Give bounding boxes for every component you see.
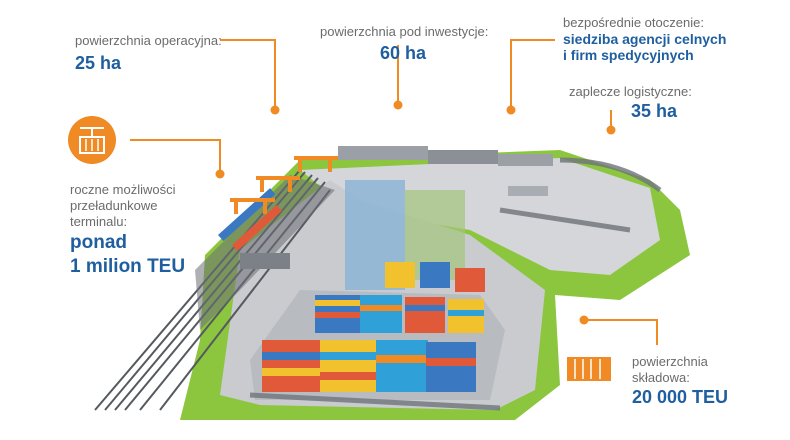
investment-area-value: 60 ha — [380, 43, 427, 63]
storage-value: 20 000 TEU — [632, 387, 729, 407]
capacity-label-line2: przeładunkowe — [70, 198, 158, 213]
surroundings-value-line1: siedziba agencji celnych — [563, 31, 727, 47]
gantry-cranes — [230, 156, 340, 214]
rail-yard — [195, 175, 335, 330]
crane-container-icon — [68, 116, 116, 164]
warehouses — [240, 146, 553, 269]
callout-operational — [220, 39, 276, 110]
surroundings-value-line2: i firm spedycyjnych — [563, 47, 694, 63]
operational-area-label: powierzchnia operacyjna: — [75, 33, 222, 48]
investment-area-label: powierzchnia pod inwestycje: — [320, 24, 489, 39]
callout-capacity — [130, 139, 221, 174]
callout-dot-operational — [270, 105, 280, 115]
operational-area-value: 25 ha — [75, 53, 122, 73]
callout-storage — [584, 319, 658, 345]
logistics-value: 35 ha — [631, 101, 678, 121]
callout-dot-logistics — [606, 125, 616, 135]
capacity-label-line3: terminalu: — [70, 214, 128, 229]
storage-label-line1: powierzchnia — [632, 354, 708, 369]
callout-dot-surroundings — [506, 105, 516, 115]
callout-surroundings — [510, 39, 555, 110]
logistics-label: zaplecze logistyczne: — [569, 84, 692, 99]
callout-dot-investment — [393, 100, 403, 110]
capacity-value-line2: 1 milion TEU — [70, 256, 186, 277]
surroundings-label: bezpośrednie otoczenie: — [563, 15, 704, 30]
capacity-value-line1: ponad — [70, 232, 127, 253]
storage-label-line2: składowa: — [632, 370, 690, 385]
container-stacks — [262, 180, 485, 392]
roads — [249, 157, 662, 411]
callout-dot-storage — [579, 315, 589, 325]
shipping-container-icon — [567, 357, 611, 381]
callout-dot-capacity — [215, 169, 225, 179]
capacity-label-line1: roczne możliwości — [70, 182, 176, 197]
